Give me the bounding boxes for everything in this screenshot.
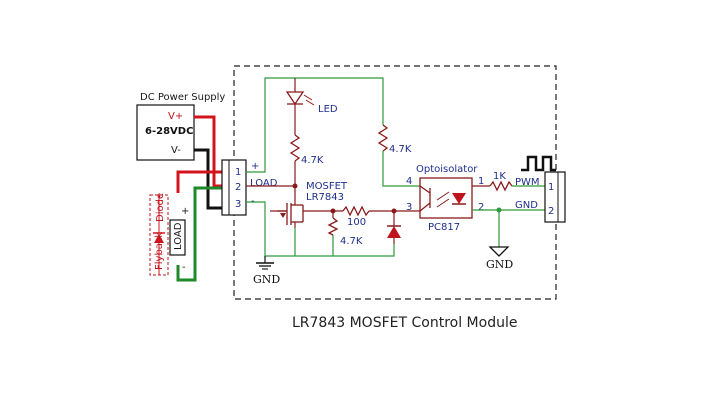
optoisolator-body xyxy=(419,177,473,219)
vcc-rail xyxy=(246,77,384,173)
gnd-label-terminal: GND xyxy=(515,200,538,211)
led-resistor xyxy=(289,134,301,162)
opto-pin-1: 1 xyxy=(478,176,484,187)
terminal-pin-3: 3 xyxy=(235,199,241,210)
terminal-right-pin-2: 2 xyxy=(548,206,554,217)
vminus-label: V- xyxy=(171,145,181,156)
terminal-right-body xyxy=(544,171,566,223)
gnd-label-left: GND xyxy=(253,273,280,286)
mosfet-body-diode xyxy=(280,213,286,218)
optoisolator-label: Optoisolator xyxy=(416,164,478,175)
ground-symbol-right xyxy=(488,246,510,257)
flyback-diode-icon xyxy=(154,234,164,243)
diode-label: Diode xyxy=(155,193,166,222)
terminal-block-left: 1 2 3 + LOAD - xyxy=(221,159,278,216)
flyback-label: Flyback xyxy=(154,232,165,270)
gate-resistor-value: 100 xyxy=(347,217,366,228)
load-box xyxy=(169,219,186,256)
optoisolator: Optoisolator 4 3 1 2 PC817 xyxy=(406,164,484,233)
opto-light-arrow-2 xyxy=(436,198,450,208)
opto-pullup-value: 4.7K xyxy=(389,144,412,155)
led-branch: LED 4.7K xyxy=(285,78,338,186)
opto-pin-2: 2 xyxy=(478,202,484,213)
power-supply-title: DC Power Supply xyxy=(140,92,225,103)
load-assembly: Diode Flyback LOAD + - xyxy=(149,193,189,276)
led-icon xyxy=(285,91,305,106)
gate-resistor xyxy=(342,205,370,217)
opto-pin-3: 3 xyxy=(406,202,412,213)
pulldown-resistor xyxy=(327,217,339,236)
protection-diode-icon xyxy=(387,226,401,238)
optoisolator-part: PC817 xyxy=(428,222,460,233)
ground-symbol-left xyxy=(256,262,274,270)
opto-led-icon xyxy=(452,193,466,204)
vminus-wire xyxy=(194,148,229,210)
mosfet-part: LR7843 xyxy=(306,192,344,203)
pwm-waveform-icon xyxy=(521,155,556,172)
pwm-label: PWM xyxy=(515,177,540,188)
terminal-load-label: LOAD xyxy=(250,178,278,189)
terminal-block-right: PWM GND 1 2 xyxy=(515,171,566,223)
vplus-label: V+ xyxy=(168,111,183,122)
led-arrow-1 xyxy=(303,94,313,101)
opto-pin-4: 4 xyxy=(406,176,412,187)
mosfet: MOSFET LR7843 xyxy=(270,181,348,228)
terminal-pin-2: 2 xyxy=(235,182,241,193)
load-plus-wire xyxy=(176,170,229,193)
led-resistor-value: 4.7K xyxy=(301,155,324,166)
opto-pullup-resistor xyxy=(377,124,389,152)
terminal-pin-1: 1 xyxy=(235,167,241,178)
opto-light-arrow-1 xyxy=(436,191,450,201)
load-minus-sign: - xyxy=(182,262,186,273)
led-arrow-2 xyxy=(305,99,315,106)
terminal-right-pin-1: 1 xyxy=(548,182,554,193)
diagram-caption: LR7843 MOSFET Control Module xyxy=(292,315,517,331)
mosfet-label: MOSFET xyxy=(306,181,348,192)
load-minus-wire xyxy=(176,186,229,282)
terminal-left-body xyxy=(221,159,247,216)
led-label: LED xyxy=(318,104,338,115)
terminal-plus-sign: + xyxy=(251,161,259,172)
gnd-label-right: GND xyxy=(486,258,513,271)
dc-power-supply: DC Power Supply V+ 6-28VDC V- xyxy=(136,92,225,161)
voltage-label: 6-28VDC xyxy=(145,126,193,137)
drain-junction xyxy=(292,183,298,189)
pwm-resistor xyxy=(489,180,513,192)
power-supply-box xyxy=(136,104,195,161)
ground-rail xyxy=(246,201,395,257)
load-label: LOAD xyxy=(173,222,184,250)
load-plus-sign: + xyxy=(181,206,189,217)
pwm-resistor-value: 1K xyxy=(493,171,506,182)
pulldown-resistor-value: 4.7K xyxy=(340,236,363,247)
